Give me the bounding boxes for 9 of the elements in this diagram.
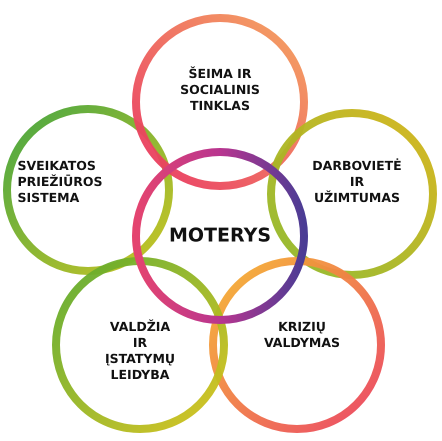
circle-label: VALDŽIA IR ĮSTATYMŲ LEIDYBA <box>104 319 176 383</box>
circle-label: ŠEIMA IR SOCIALINIS TINKLAS <box>180 66 260 114</box>
circle-label: MOTERYS <box>168 224 272 248</box>
ring-circle <box>52 257 228 433</box>
ring-circle <box>132 14 308 190</box>
circle-label: KRIZIŲ VALDYMAS <box>264 319 340 351</box>
circle-label: DARBOVIETĖ IR UŽIMTUMAS <box>312 158 402 206</box>
ring-circle <box>209 257 385 433</box>
circle-label: SVEIKATOS PRIEŽIŪROS SISTEMA <box>17 158 103 206</box>
